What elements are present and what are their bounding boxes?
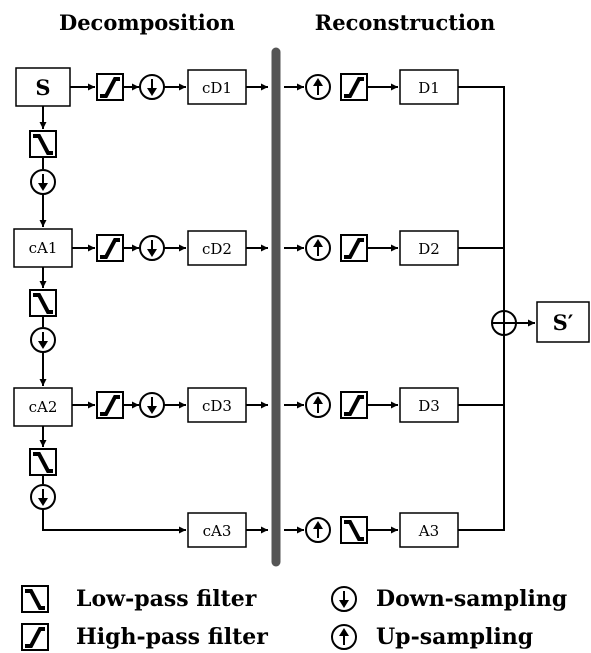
- high-pass-filter-icon: [95, 72, 125, 102]
- high-pass-filter-icon: [95, 233, 125, 263]
- up-sampling-icon: [305, 517, 331, 543]
- ca3-label: cA3: [203, 522, 232, 540]
- d1-block: [399, 69, 459, 105]
- down-sampling-icon: [139, 392, 165, 418]
- a3-label: A3: [418, 522, 439, 540]
- signal-label: S: [35, 75, 50, 100]
- cd2-label: cD2: [202, 240, 232, 258]
- ca1-label: cA1: [29, 239, 58, 257]
- cd1-block: [187, 69, 247, 105]
- d3-block: [399, 387, 459, 423]
- legend-high-pass-label: High-pass filter: [76, 624, 268, 650]
- high-pass-filter-icon: [95, 390, 125, 420]
- ca2-block: [13, 387, 73, 427]
- high-pass-filter-icon: [339, 72, 369, 102]
- a3-block: [399, 512, 459, 548]
- reconstructed-signal-label: S′: [553, 310, 574, 335]
- low-pass-filter-icon: [339, 515, 369, 545]
- low-pass-filter-icon: [28, 447, 58, 477]
- legend-low-pass-label: Low-pass filter: [76, 586, 257, 612]
- summation-icon: [491, 310, 517, 336]
- legend-down-sampling-label: Down-sampling: [376, 586, 567, 612]
- legend-up-sampling-label: Up-sampling: [376, 624, 533, 650]
- decomposition-header: Decomposition: [59, 10, 235, 35]
- cd3-label: cD3: [202, 397, 232, 415]
- ca2-label: cA2: [29, 398, 58, 416]
- d3-label: D3: [418, 397, 440, 415]
- high-pass-filter-icon: [339, 390, 369, 420]
- down-sampling-icon: [30, 484, 56, 510]
- high-pass-filter-icon: [339, 233, 369, 263]
- cd1-label: cD1: [202, 79, 232, 97]
- legend-up-sampling-icon: [331, 624, 357, 650]
- cd3-block: [187, 387, 247, 423]
- reconstruction-header: Reconstruction: [315, 10, 495, 35]
- up-sampling-icon: [305, 392, 331, 418]
- up-sampling-icon: [305, 235, 331, 261]
- legend-low-pass-icon: [20, 584, 50, 614]
- reconstructed-signal-block: [536, 301, 590, 343]
- legend-high-pass-icon: [20, 622, 50, 652]
- ca1-block: [13, 228, 73, 268]
- d2-label: D2: [418, 240, 440, 258]
- low-pass-filter-icon: [28, 129, 58, 159]
- low-pass-filter-icon: [28, 288, 58, 318]
- legend: Low-pass filter High-pass filter Down-sa…: [20, 584, 567, 652]
- up-sampling-icon: [305, 74, 331, 100]
- down-sampling-icon: [30, 169, 56, 195]
- down-sampling-icon: [30, 327, 56, 353]
- down-sampling-icon: [139, 235, 165, 261]
- d1-label: D1: [418, 79, 440, 97]
- down-sampling-icon: [139, 74, 165, 100]
- legend-down-sampling-icon: [331, 586, 357, 612]
